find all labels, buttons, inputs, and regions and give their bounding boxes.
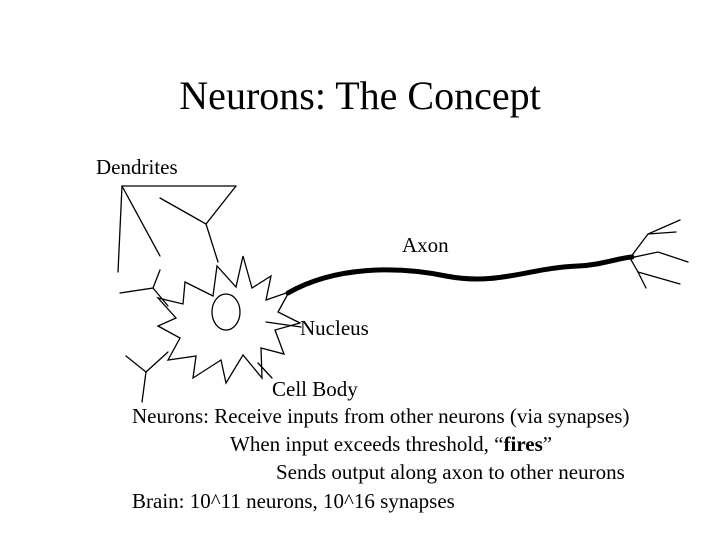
nucleus-label: Nucleus [300,316,369,340]
axon-label: Axon [402,233,449,257]
cell-body-label: Cell Body [272,377,358,401]
dendrites-branches [117,185,237,403]
body-line-2-suffix: ” [542,432,553,456]
dendrites-label: Dendrites [96,155,178,179]
body-line-1: Neurons: Receive inputs from other neuro… [132,404,630,428]
body-line-2: When input exceeds threshold, “fires” [230,432,552,456]
axon-line [285,254,635,296]
slide-title: Neurons: The Concept [179,73,541,118]
body-line-3: Sends output along axon to other neurons [276,460,625,484]
cell-body-leader-line [257,362,273,379]
body-line-4: Brain: 10^11 neurons, 10^16 synapses [132,489,455,513]
cell-body-outline [156,255,302,385]
fires-emphasis: fires [503,432,543,456]
nucleus-shape [211,293,241,331]
axon-terminals [629,219,689,289]
nucleus-leader-line [265,321,302,328]
body-line-2-prefix: When input exceeds threshold, “ [230,432,504,456]
